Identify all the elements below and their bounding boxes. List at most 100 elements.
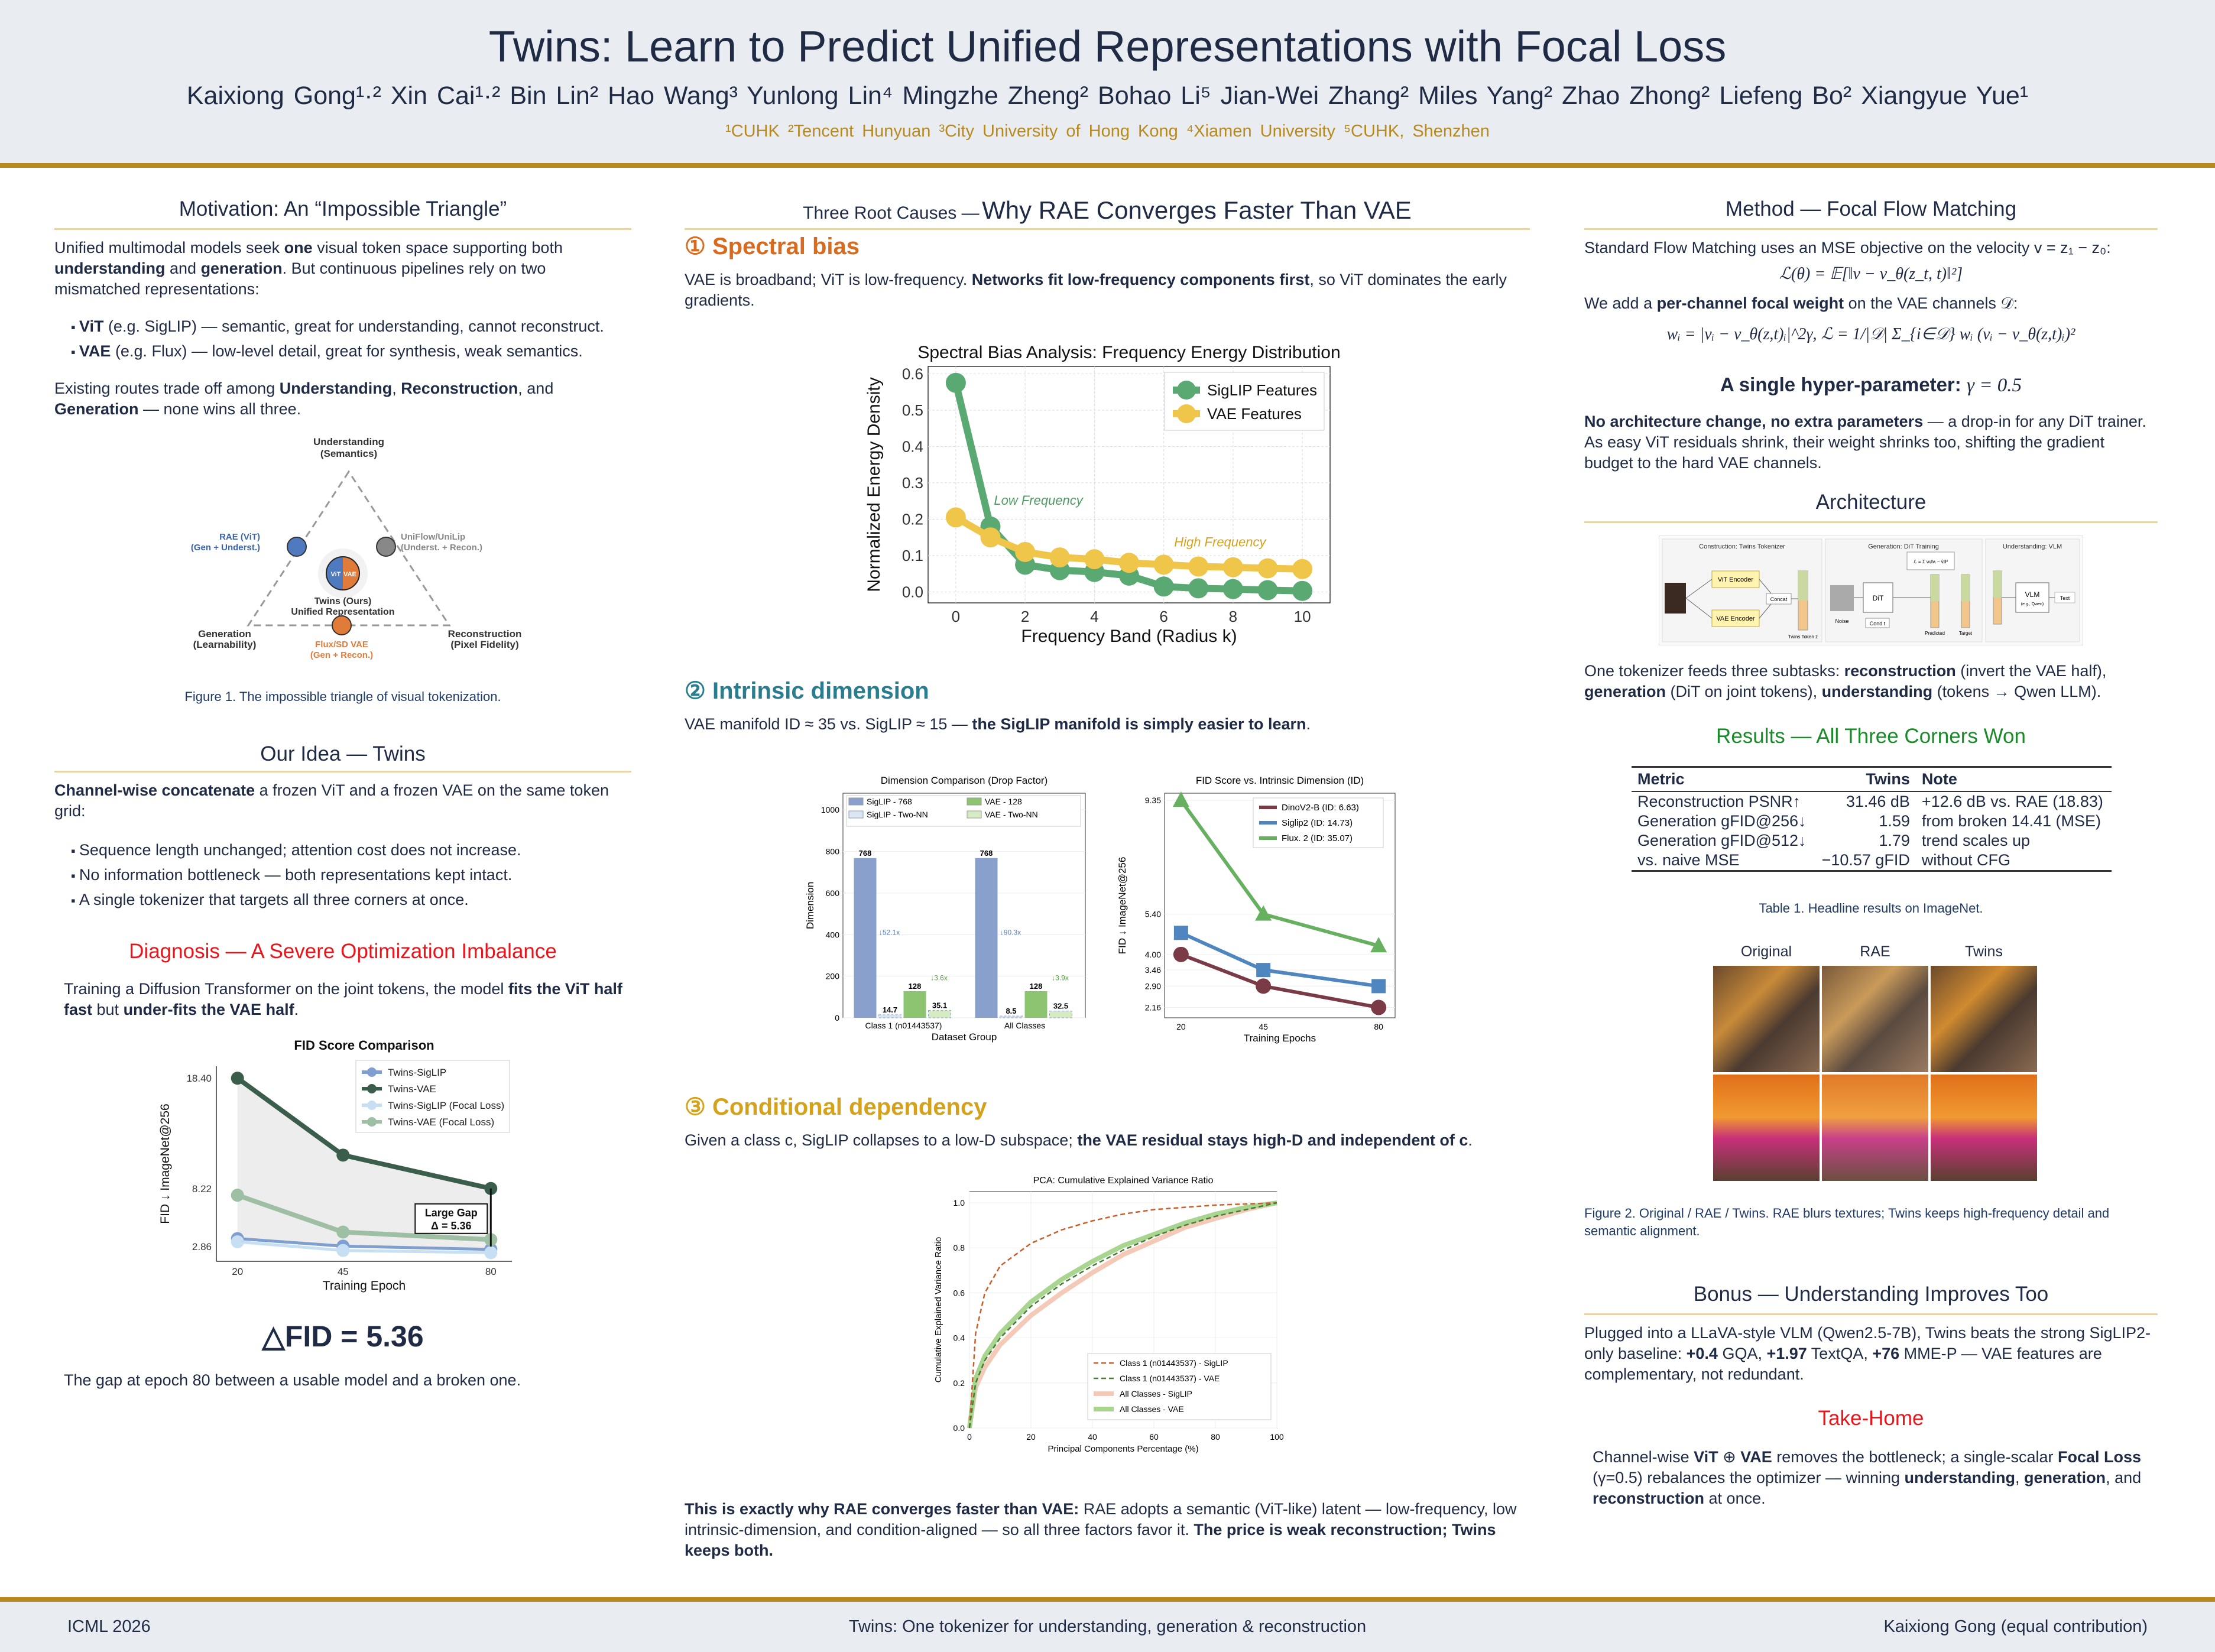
- x-tick-label: 80: [1211, 1432, 1220, 1442]
- original-image-2: [1713, 1075, 1820, 1181]
- series-line: [967, 1200, 1277, 1429]
- y-tick-label: 0.3: [902, 474, 923, 492]
- data-point: [484, 1246, 498, 1260]
- svg-text:ℒ = Σ wᵢ‖vᵢ − v̂ᵢ‖²: ℒ = Σ wᵢ‖vᵢ − v̂ᵢ‖²: [1914, 559, 1948, 564]
- svg-text:DiT: DiT: [1873, 594, 1884, 602]
- plot-frame: [1164, 793, 1396, 1018]
- svg-text:VLM: VLM: [2025, 590, 2040, 599]
- series-line: [1180, 931, 1379, 988]
- bar-value-label: 128: [1030, 982, 1043, 991]
- label-flux: Flux/SD VAE: [315, 640, 368, 650]
- legend-swatch: [967, 810, 982, 819]
- bullet-vit: ViT (e.g. SigLIP) — semantic, great for …: [71, 314, 631, 339]
- x-tick-label: 10: [1294, 608, 1311, 625]
- loss-formula-box: [1906, 551, 1955, 570]
- x-tick-label: 0: [967, 1432, 972, 1442]
- footer-divider: [0, 1597, 2215, 1602]
- y-tick-label: 0.4: [902, 437, 923, 455]
- y-tick-label: 400: [826, 930, 840, 939]
- conclusion-paragraph: This is exactly why RAE converges faster…: [685, 1500, 1517, 1559]
- panel2-label: Generation: DiT Training: [1868, 543, 1939, 550]
- drop-factor-label: ↓3.6x: [930, 974, 948, 982]
- bullet-vae: VAE (e.g. Flux) — low-level detail, grea…: [71, 339, 631, 364]
- series-line: [967, 1200, 1277, 1429]
- y-tick-label: 2.16: [1145, 1002, 1161, 1012]
- vit-encoder-box: [1711, 570, 1760, 588]
- svg-text:VAE Encoder: VAE Encoder: [1716, 615, 1755, 622]
- vlm-box: [2015, 582, 2049, 613]
- y-axis-label: FID ↓ ImageNet@256: [158, 1104, 172, 1223]
- impossible-triangle-figure: Understanding (Semantics) RAE (ViT) (Gen…: [191, 436, 521, 660]
- panel3-label: Understanding: VLM: [2003, 543, 2062, 550]
- motivation-paragraph: Unified multimodal models seek one visua…: [54, 239, 563, 298]
- y-axis-label: Dimension: [805, 882, 816, 929]
- data-point: [1255, 905, 1272, 921]
- diagnosis-paragraph: Training a Diffusion Transformer on the …: [64, 980, 622, 1018]
- data-point: [231, 1072, 244, 1085]
- diagnosis-title: Diagnosis — A Severe Optimization Imbala…: [129, 940, 557, 963]
- legend-marker: [367, 1101, 377, 1110]
- legend-swatch: [848, 810, 864, 819]
- x-axis-label: Frequency Band (Radius k): [1021, 627, 1237, 646]
- results-title: Results — All Three Corners Won: [1716, 725, 2026, 748]
- take-home-paragraph: Channel-wise ViT ⊕ VAE removes the bottl…: [1593, 1448, 2142, 1507]
- method-title: Method — Focal Flow Matching: [1725, 197, 2017, 220]
- y-tick-label: 0.8: [954, 1243, 965, 1252]
- annotation-high-frequency: High Frequency: [1174, 535, 1267, 550]
- x-axis-label: Principal Components Percentage (%): [1047, 1444, 1198, 1454]
- rae-node: [287, 537, 307, 557]
- affiliation-list: ¹CUHK ²Tencent Hunyuan ³City University …: [725, 122, 1490, 141]
- bar-value-label: 128: [909, 982, 922, 991]
- x-tick-label: 40: [1088, 1432, 1097, 1442]
- series-line: [968, 1202, 1277, 1429]
- y-tick-label: 0.2: [954, 1378, 965, 1388]
- author-list: Kaixiong Gong¹·² Xin Cai¹·² Bin Lin² Hao…: [186, 82, 2029, 110]
- data-point: [1370, 937, 1387, 953]
- delta-fid-headline: △FID = 5.36: [262, 1320, 424, 1353]
- legend-label: Twins-SigLIP (Focal Loss): [388, 1100, 504, 1111]
- plot-frame: [927, 366, 1331, 603]
- take-home-title: Take-Home: [1818, 1407, 1924, 1430]
- bar: [854, 858, 877, 1018]
- legend-label: Class 1 (n01443537) - VAE: [1120, 1374, 1220, 1383]
- tradeoff-paragraph: Existing routes trade off among Understa…: [54, 379, 554, 418]
- twins-image-2: [1931, 1075, 2037, 1181]
- label-original: Original: [1740, 943, 1792, 960]
- idea-bullet: A single tokenizer that targets all thre…: [71, 888, 631, 913]
- data-point: [1256, 963, 1271, 978]
- x-tick-label: 8: [1229, 608, 1237, 625]
- label-vae: VAE: [343, 571, 356, 578]
- data-point: [1188, 578, 1209, 599]
- legend-label: VAE - 128: [985, 797, 1022, 806]
- legend-swatch: [848, 797, 864, 806]
- bar: [975, 858, 998, 1018]
- idea-paragraph: Channel-wise concatenate a frozen ViT an…: [54, 781, 609, 820]
- twins-vae-half: [343, 557, 359, 590]
- spectral-bias-paragraph: VAE is broadband; ViT is low-frequency. …: [685, 271, 1507, 309]
- chart-title: FID Score Comparison: [294, 1038, 434, 1053]
- section-rule: [54, 228, 631, 230]
- label-reconstruction-sub: (Pixel Fidelity): [450, 639, 518, 650]
- chart-title: FID Score vs. Intrinsic Dimension (ID): [1196, 775, 1364, 786]
- dit-box: [1863, 582, 1893, 613]
- data-point: [1256, 978, 1272, 994]
- architecture-paragraph: One tokenizer feeds three subtasks: reco…: [1584, 662, 2107, 700]
- y-tick-label: 0.0: [902, 583, 923, 601]
- drop-factor-label: ↓90.3x: [1000, 928, 1021, 936]
- svg-text:Noise: Noise: [1835, 618, 1848, 624]
- legend-label: VAE Features: [1207, 405, 1302, 423]
- legend-label: All Classes - VAE: [1120, 1404, 1184, 1414]
- data-point: [1172, 791, 1189, 807]
- figure2-caption: Figure 2. Original / RAE / Twins. RAE bl…: [1584, 1206, 2110, 1238]
- poster-footer: ICML 2026 Twins: One tokenizer for under…: [0, 1602, 2215, 1652]
- y-tick-label: 9.35: [1145, 796, 1161, 805]
- label-twins: Twins (Ours): [314, 596, 372, 606]
- svg-text:Text: Text: [2060, 595, 2070, 601]
- drop-factor-label: ↓52.1x: [879, 928, 900, 936]
- bar: [878, 1014, 901, 1018]
- y-axis-label: Normalized Energy Density: [864, 377, 884, 592]
- section-rule: [685, 228, 1530, 230]
- x-tick-label: 45: [338, 1266, 349, 1277]
- x-tick-label: 20: [1026, 1432, 1036, 1442]
